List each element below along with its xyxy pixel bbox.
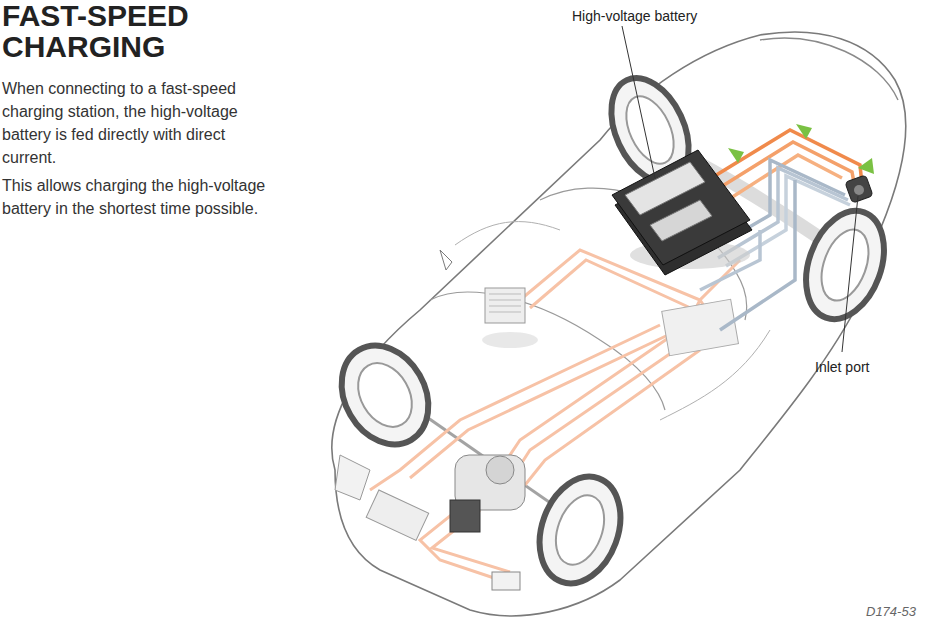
wire [410, 335, 668, 478]
wire [512, 340, 690, 478]
figure-code: D174-53 [866, 604, 916, 619]
electric-motor [450, 455, 525, 532]
power-electronics-box [662, 299, 739, 355]
wire [525, 350, 700, 485]
wheel [792, 200, 898, 330]
motor-cap [486, 456, 514, 484]
rim [547, 489, 613, 572]
low-voltage-battery [492, 572, 520, 590]
tire [792, 200, 898, 330]
converter-fins [489, 294, 521, 312]
wire [500, 330, 680, 470]
rim [813, 223, 878, 307]
tire [525, 465, 634, 594]
car-body [332, 32, 906, 616]
fin [489, 300, 521, 301]
rim [347, 354, 423, 437]
tire [324, 330, 445, 460]
flow-arrow [796, 124, 812, 139]
leader-line [622, 26, 655, 178]
front-lamp [335, 455, 370, 500]
component-shadow [482, 332, 538, 348]
radiator [366, 490, 429, 540]
leader-line [842, 196, 858, 352]
converter-box [485, 288, 525, 323]
battery-top [612, 150, 750, 265]
rim [617, 89, 684, 171]
dc-wire [720, 155, 842, 205]
body-line [455, 222, 560, 245]
part-label: High-voltage battery [572, 8, 697, 25]
wheel [525, 465, 634, 594]
port-housing [845, 175, 873, 203]
high-voltage-battery [612, 150, 752, 275]
flow-arrow [858, 158, 874, 174]
fin [489, 294, 521, 295]
description-text: This allows charging the high-voltage ba… [2, 174, 270, 220]
fin [489, 312, 521, 313]
flow-arrow [728, 148, 744, 163]
wire [420, 500, 500, 580]
description-text: When connecting to a fast-speed charging… [2, 77, 270, 169]
fin [489, 306, 521, 307]
gearbox [450, 500, 480, 532]
battery-module [650, 200, 712, 241]
wheel [324, 330, 445, 460]
inlet-port [845, 175, 873, 203]
rear-spoiler [760, 38, 898, 100]
wiring [370, 250, 740, 580]
port-socket [854, 185, 864, 195]
part-label: Inlet port [815, 359, 869, 376]
mirror [440, 250, 452, 270]
heading: FAST-SPEED CHARGING [2, 0, 217, 62]
